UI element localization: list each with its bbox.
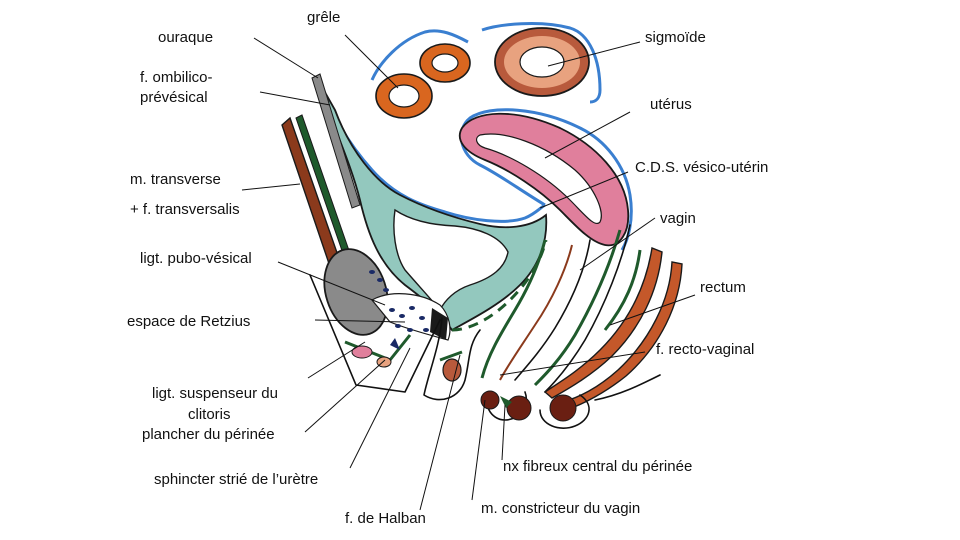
rectum <box>543 247 683 411</box>
label-constricteur: m. constricteur du vagin <box>481 500 640 517</box>
label-transverse-1: m. transverse <box>130 171 221 188</box>
label-grele: grêle <box>307 9 340 26</box>
bladder <box>317 79 548 332</box>
labels: ouraque grêle sigmoïde f. ombilico- prév… <box>127 9 768 527</box>
urethra-vestibule <box>423 317 481 401</box>
vagina <box>480 224 631 393</box>
label-transverse-2: + f. transversalis <box>130 201 240 218</box>
label-ombilico-2: prévésical <box>140 89 208 106</box>
label-ombilico-1: f. ombilico- <box>140 69 213 86</box>
label-suspenseur-1: ligt. suspenseur du <box>152 385 278 402</box>
label-halban: f. de Halban <box>345 510 426 527</box>
leader-lines <box>241 34 696 511</box>
label-plancher: plancher du périnée <box>142 426 275 443</box>
label-suspenseur-2: clitoris <box>188 406 231 423</box>
sigmoid-colon <box>494 27 590 97</box>
small-bowel <box>375 43 471 119</box>
label-pubo-vesical: ligt. pubo-vésical <box>140 250 252 267</box>
label-retzius: espace de Retzius <box>127 313 250 330</box>
label-noyau: nx fibreux central du périnée <box>503 458 692 475</box>
uterus <box>458 112 630 247</box>
label-cds: C.D.S. vésico-utérin <box>635 159 768 176</box>
label-rectum: rectum <box>700 279 746 296</box>
perineal-body <box>480 374 661 429</box>
label-uterus: utérus <box>650 96 692 113</box>
label-sigmoide: sigmoïde <box>645 29 706 46</box>
abdominal-wall <box>281 73 363 298</box>
label-ouraque: ouraque <box>158 29 213 46</box>
label-vagin: vagin <box>660 210 696 227</box>
label-recto-vaginal: f. recto-vaginal <box>656 341 754 358</box>
label-sphincter: sphincter strié de l’urètre <box>154 471 318 488</box>
